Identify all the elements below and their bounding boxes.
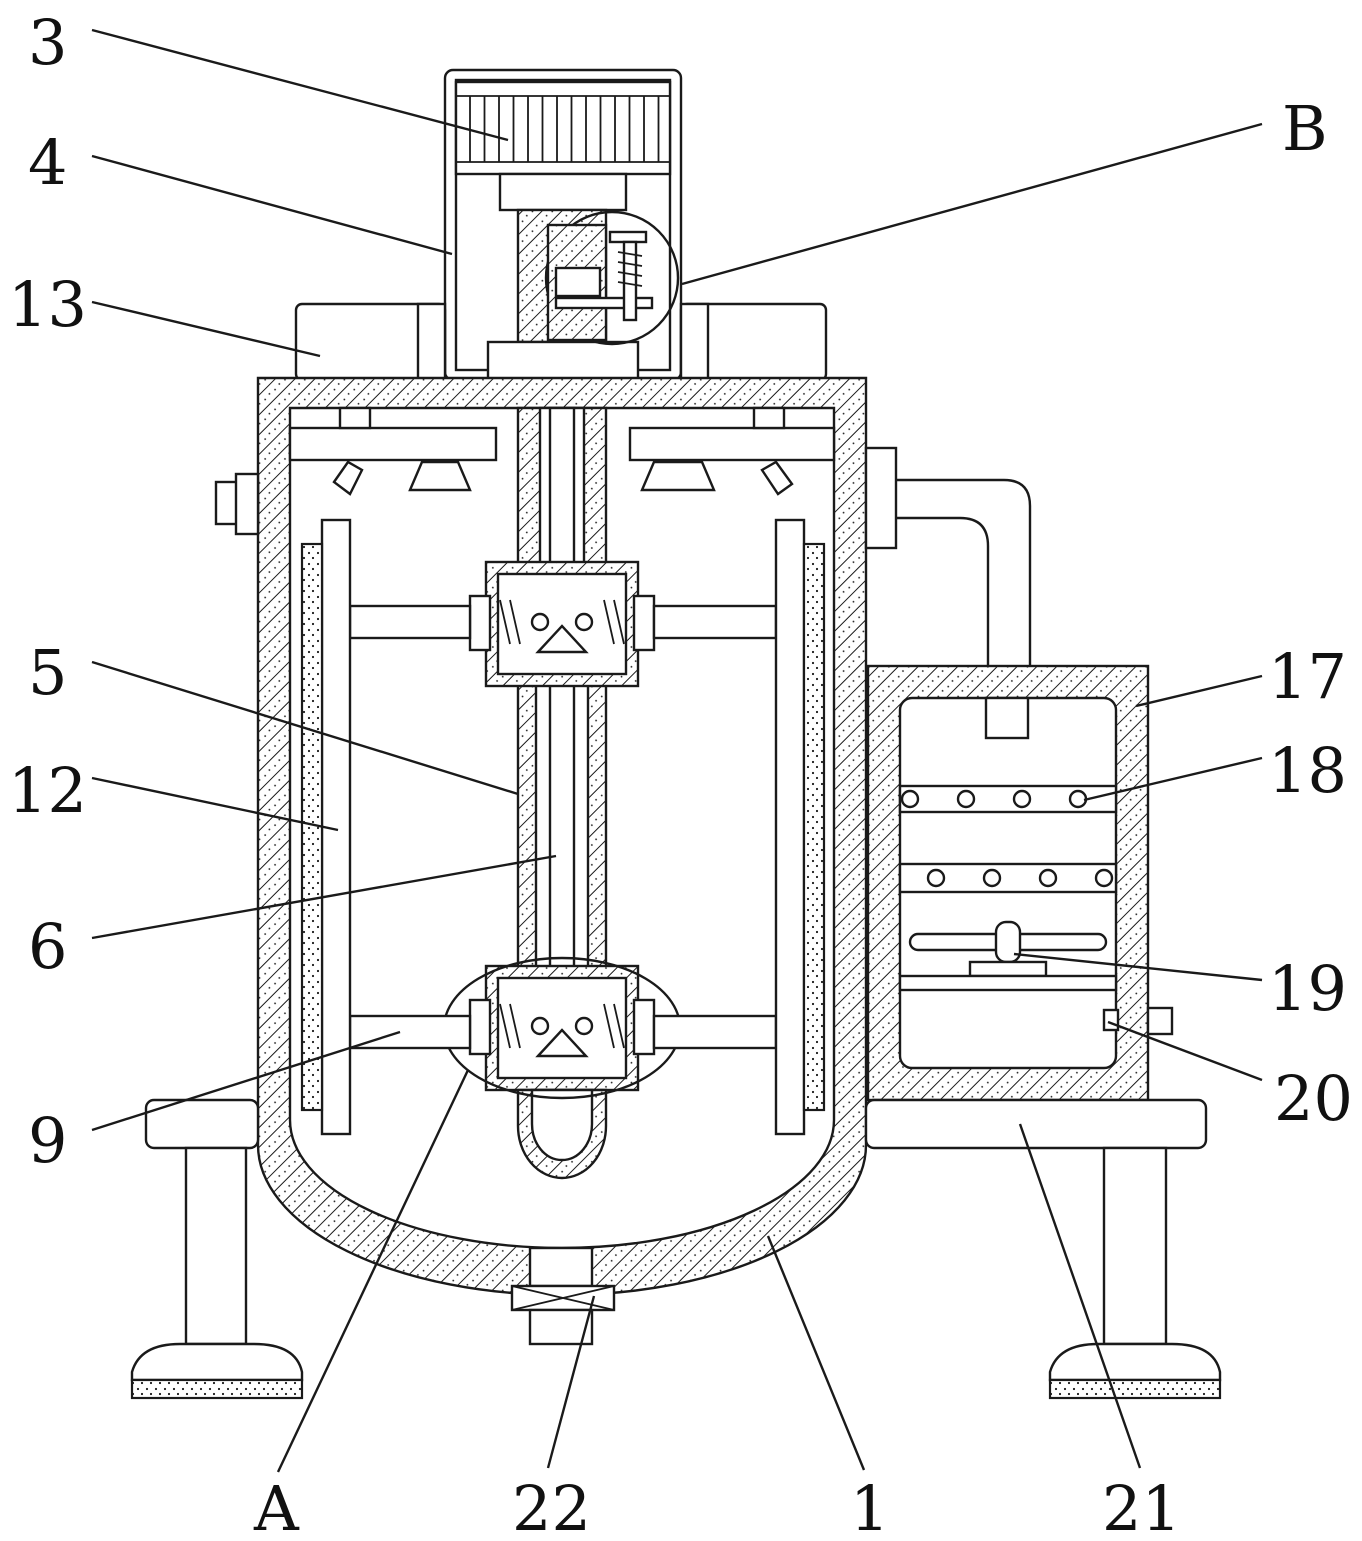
lower-gear [468,998,656,1058]
top-brackets [294,302,828,382]
label-9: 9 [28,1104,67,1177]
scrapers [300,518,826,1136]
label-3: 3 [28,6,67,79]
label-21: 21 [1102,1472,1181,1541]
upper-gear [468,594,656,654]
stirring-arms [348,604,778,1050]
spray-assembly [288,406,836,496]
filter-hole [982,868,1002,888]
label-A: A [253,1472,300,1541]
filter-hole [1012,789,1032,809]
filter-box [866,664,1174,1102]
connecting-pipe [896,478,1032,668]
detail-circle-b [544,210,680,346]
label-20: 20 [1274,1062,1353,1135]
label-1: 1 [850,1472,889,1541]
callout-labels: 3 4 13 5 12 6 9 B 17 18 19 20 A 22 1 21 [8,6,1353,1541]
filter-hole [1068,789,1088,809]
filter-hole [900,789,920,809]
label-19: 19 [1268,952,1347,1025]
leader-lines [91,28,1263,1473]
label-12: 12 [8,754,87,827]
label-4: 4 [28,126,67,199]
filter-hole [1038,868,1058,888]
label-B: B [1282,92,1328,165]
label-22: 22 [512,1472,591,1541]
filter-hole [926,868,946,888]
label-6: 6 [28,910,67,983]
motor [454,80,672,176]
label-17: 17 [1268,640,1347,713]
filter-hole [956,789,976,809]
base-and-legs [130,1098,1222,1400]
label-18: 18 [1268,734,1347,807]
central-shaft [484,406,640,1180]
filter-hole [1094,868,1114,888]
label-13: 13 [8,268,87,341]
label-5: 5 [28,636,67,709]
